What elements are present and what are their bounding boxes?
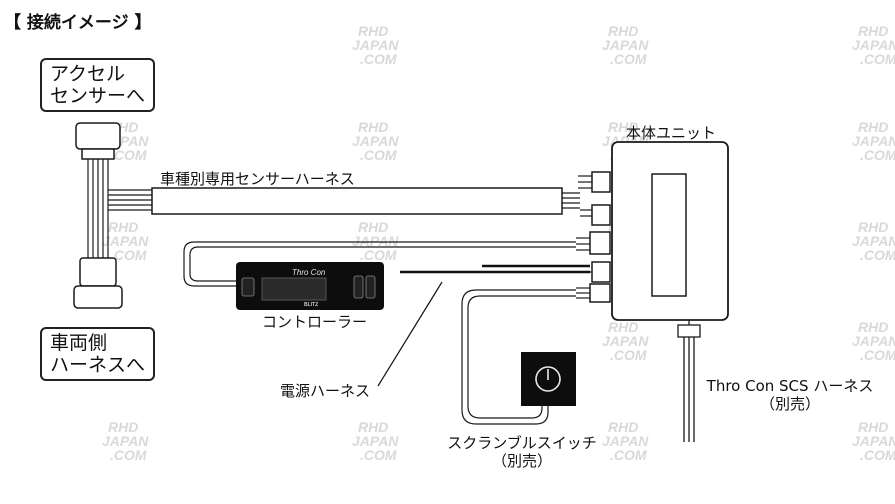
watermark-text: .COM (110, 147, 147, 163)
watermark-text: .COM (610, 51, 647, 67)
vehicle-harness-line-1: 車両側 (50, 332, 108, 354)
controller-maker-text: BLITZ (304, 302, 318, 308)
vehicle-harness-line-2: ハーネスへ (50, 354, 146, 376)
sensor-wire-bundle (87, 159, 109, 260)
watermark-text: .COM (860, 147, 895, 163)
watermark-text: .COM (860, 447, 895, 463)
watermark-text: .COM (360, 147, 397, 163)
switch-cable-outer (461, 289, 576, 425)
watermark-text: RHD (858, 319, 888, 335)
watermark-text: JAPAN (852, 433, 895, 449)
unit-connectors (589, 171, 611, 303)
power-harness-leader (377, 281, 443, 387)
watermark-text: JAPAN (852, 233, 895, 249)
watermark-text: RHD (608, 23, 638, 39)
controller: Thro Con BLITZ (236, 262, 384, 310)
watermark-text: RHD (858, 119, 888, 135)
watermark-text: .COM (860, 247, 895, 263)
power-icon (535, 366, 561, 392)
scramble-switch-line-1: スクランブルスイッチ (447, 434, 597, 452)
sensor-harness-label: 車種別専用センサーハーネス (160, 170, 355, 188)
scs-harness-line-2: （別売） (759, 395, 820, 413)
watermark-text: JAPAN (852, 133, 895, 149)
watermark-text: RHD (608, 319, 638, 335)
switch-cable-inner (467, 295, 576, 419)
watermark-text: RHD (608, 419, 638, 435)
watermark-text: RHD (608, 119, 638, 135)
watermark-text: JAPAN (852, 37, 895, 53)
watermark-text: JAPAN (352, 233, 399, 249)
sensor-branch-wires (108, 189, 152, 211)
watermark-text: RHD (108, 219, 138, 235)
scramble-switch-line-2: （別売） (491, 452, 552, 470)
watermark-text: JAPAN (602, 433, 649, 449)
page-title: 【 接続イメージ 】 (4, 13, 152, 33)
watermark-text: .COM (360, 447, 397, 463)
watermark-text: JAPAN (352, 433, 399, 449)
main-unit-label: 本体ユニット (626, 124, 717, 142)
accel-sensor-line-2: センサーへ (50, 85, 146, 107)
watermark-text: RHD (358, 419, 388, 435)
scs-harness-label: Thro Con SCS ハーネス （別売） (700, 377, 880, 413)
watermark-text: JAPAN (852, 333, 895, 349)
watermark-text: JAPAN (102, 433, 149, 449)
watermark-text: RHD (358, 219, 388, 235)
vehicle-harness-label: 車両側 ハーネスへ (40, 327, 156, 381)
watermark-text: RHD (858, 23, 888, 39)
watermark-text: .COM (610, 447, 647, 463)
main-unit-window (651, 173, 687, 297)
watermark-text: .COM (860, 51, 895, 67)
sensor-harness-sleeve (151, 187, 563, 215)
watermark-text: RHD (108, 419, 138, 435)
sensor-connector-top (75, 122, 121, 160)
power-harness-label: 電源ハーネス (280, 382, 371, 400)
scramble-switch-label: スクランブルスイッチ （別売） (436, 434, 608, 470)
watermark-text: .COM (860, 347, 895, 363)
watermark-text: .COM (110, 247, 147, 263)
controller-cable-inner (189, 246, 576, 282)
watermark-text: RHD (858, 219, 888, 235)
controller-cable-outer (183, 241, 576, 287)
watermark-text: .COM (360, 51, 397, 67)
controller-brand-text: Thro Con (292, 268, 326, 277)
controller-label: コントローラー (262, 313, 368, 331)
watermark-text: RHD (858, 419, 888, 435)
watermark-text: RHD (358, 23, 388, 39)
watermark-text: .COM (110, 447, 147, 463)
vehicle-connector-bottom (73, 257, 123, 309)
sleeve-to-unit-wires (562, 192, 580, 209)
watermark-text: JAPAN (352, 37, 399, 53)
connector-pins (576, 175, 592, 299)
watermark-text: JAPAN (602, 333, 649, 349)
scs-harness-line-1: Thro Con SCS ハーネス (706, 377, 874, 395)
watermark-text: .COM (610, 347, 647, 363)
watermark-text: RHD (358, 119, 388, 135)
scs-harness (677, 324, 701, 442)
watermark-text: JAPAN (602, 37, 649, 53)
watermark-text: JAPAN (102, 233, 149, 249)
accel-sensor-label: アクセル センサーへ (40, 58, 156, 112)
accel-sensor-line-1: アクセル (50, 63, 126, 85)
watermark-text: .COM (360, 247, 397, 263)
watermark-text: JAPAN (352, 133, 399, 149)
watermark-layer: RHDJAPAN.COMRHDJAPAN.COMRHDJAPAN.COMRHDJ… (102, 23, 895, 463)
